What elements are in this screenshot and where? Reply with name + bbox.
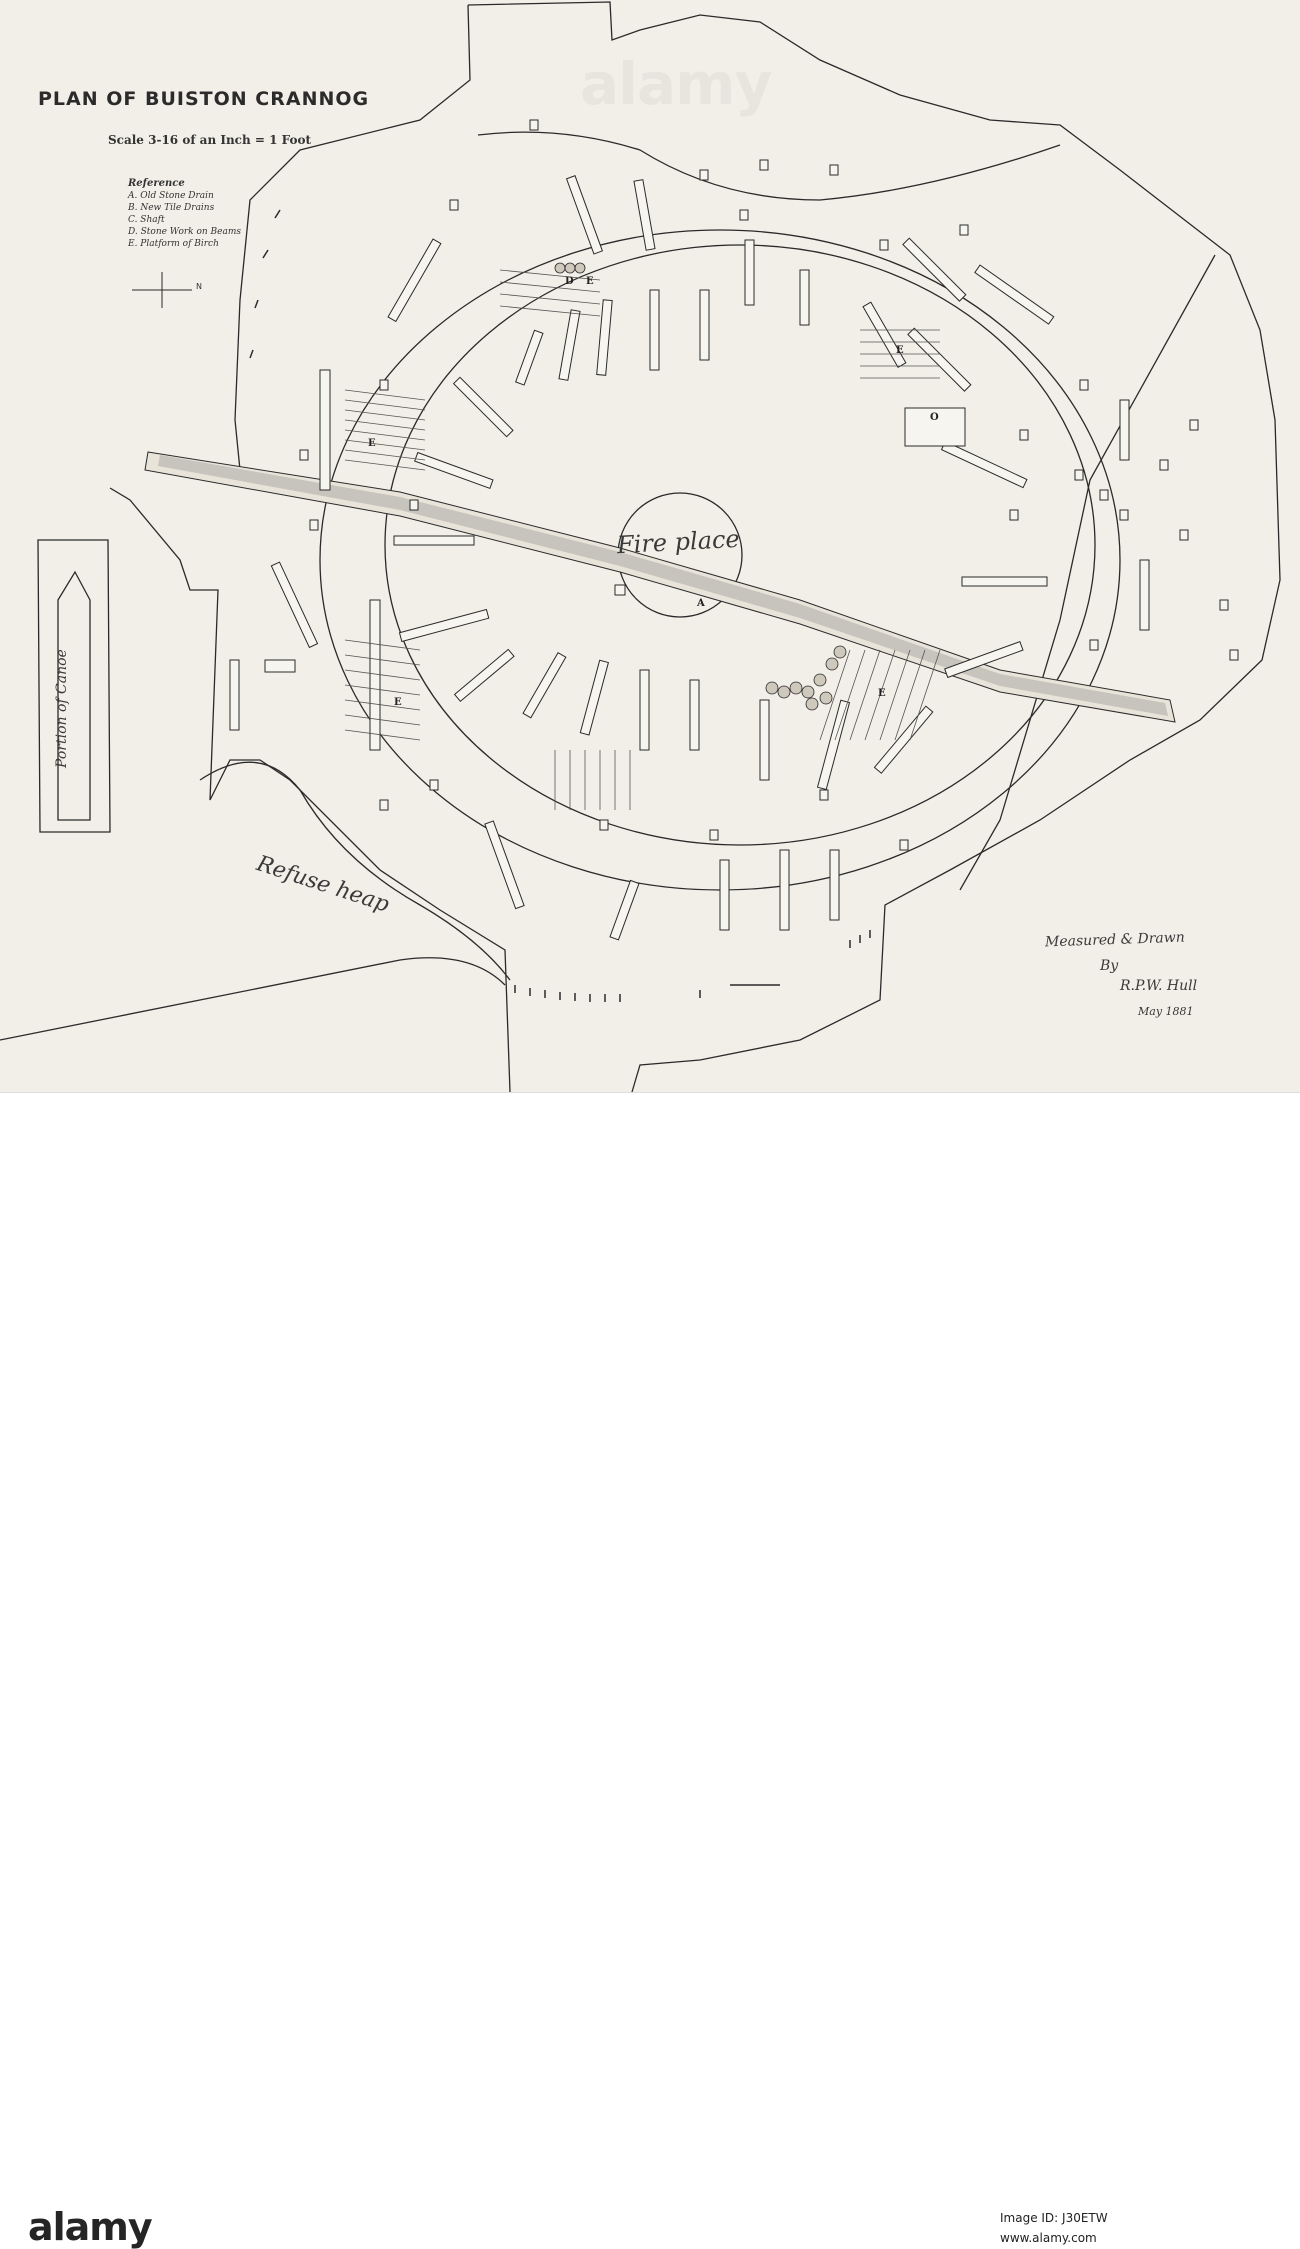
label-a: A xyxy=(697,598,705,609)
stock-footer: alamy Image ID: J30ETW www.alamy.com xyxy=(0,1092,1300,2249)
label-e: E xyxy=(394,697,402,708)
bottom-curve xyxy=(0,957,506,1041)
crannog-plan-drawing xyxy=(0,1,1281,1092)
credit-date: May 1881 xyxy=(1138,1005,1194,1018)
compass-rose xyxy=(132,272,192,308)
stock-url[interactable]: www.alamy.com xyxy=(1000,2231,1097,2245)
reference-item: C. Shaft xyxy=(128,215,165,225)
reference-legend: Reference A. Old Stone Drain B. New Tile… xyxy=(128,178,241,250)
outer-ring xyxy=(319,229,1121,891)
right-boundary-line xyxy=(959,254,1216,891)
label-e: E xyxy=(896,345,904,356)
watermark-overlay: alamy xyxy=(580,50,772,118)
credit-author: R.P.W. Hull xyxy=(1120,978,1198,994)
credit-by: By xyxy=(1100,958,1119,974)
reference-item: A. Old Stone Drain xyxy=(128,191,214,201)
compass-north-label: N xyxy=(196,282,202,291)
label-o: O xyxy=(930,412,939,423)
reference-item: E. Platform of Birch xyxy=(128,239,219,249)
map-scale: Scale 3-16 of an Inch = 1 Foot xyxy=(108,133,312,147)
swamp-curve xyxy=(199,761,511,981)
ditch-line xyxy=(477,131,1061,201)
alamy-logo: alamy xyxy=(28,2205,153,2249)
label-e: E xyxy=(878,688,886,699)
stone-drain xyxy=(144,451,1176,723)
label-e: E xyxy=(586,276,594,287)
map-title: PLAN OF BUISTON CRANNOG xyxy=(38,88,370,110)
canoe-label: Portion of Canoe xyxy=(54,649,70,768)
reference-item: D. Stone Work on Beams xyxy=(128,227,242,237)
canoe-outline xyxy=(37,539,111,833)
label-e: E xyxy=(368,438,376,449)
reference-item: B. New Tile Drains xyxy=(128,203,215,213)
inner-ring xyxy=(384,244,1096,846)
label-d: D xyxy=(565,276,574,287)
reference-title: Reference xyxy=(128,178,185,189)
map-sheet: alamy PLAN OF BUISTON CRANNOG Scale 3-16… xyxy=(0,0,1300,1092)
site-boundary xyxy=(109,1,1281,1092)
image-id: Image ID: J30ETW xyxy=(1000,2211,1108,2225)
